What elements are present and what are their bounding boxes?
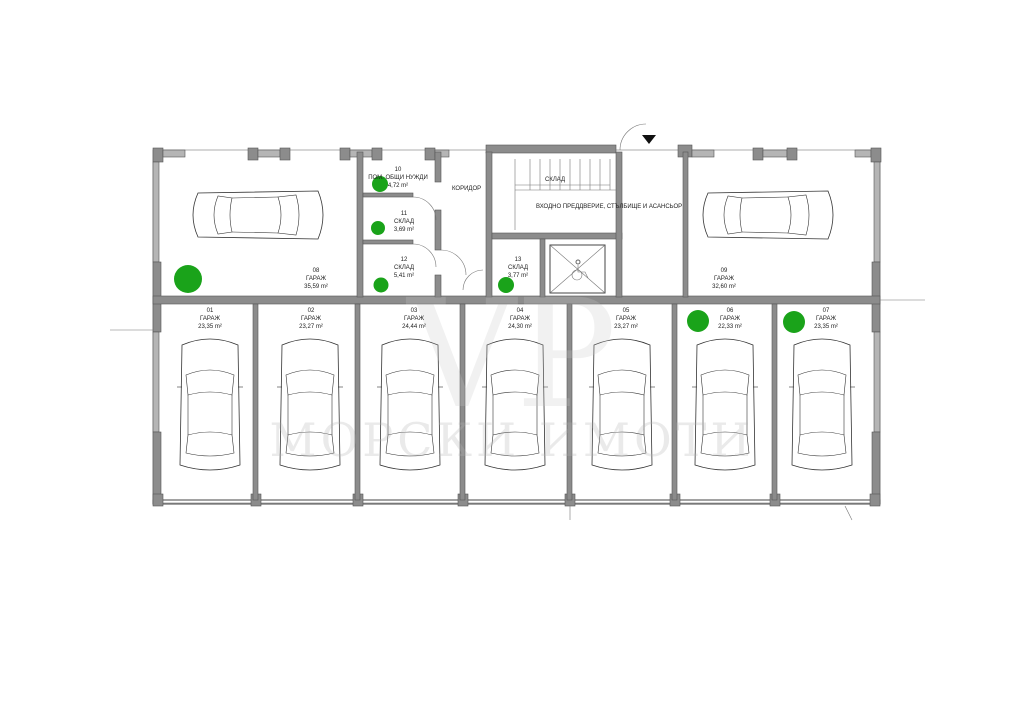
room-label-02: 02 ГАРАЖ 23,27 m² <box>299 308 323 330</box>
top-walls <box>152 144 882 163</box>
room-label-09: 09 ГАРАЖ 32,60 m² <box>712 268 736 290</box>
marker-dot <box>687 310 709 332</box>
room-label-07: 07 ГАРАЖ 23,35 m² <box>814 308 838 330</box>
wheelchair-icon <box>571 259 589 281</box>
core-walls <box>356 151 689 298</box>
room-label-06: 06 ГАРАЖ 22,33 m² <box>718 308 742 330</box>
garage-dividers <box>252 303 778 501</box>
room-label-08: 08 ГАРАЖ 35,59 m² <box>304 268 328 290</box>
car-icon <box>788 338 856 471</box>
marker-dot <box>372 176 388 192</box>
marker-dot <box>174 265 202 293</box>
room-label-03: 03 ГАРАЖ 24,44 m² <box>402 308 426 330</box>
room-label-12: 12 СКЛАД 5,41 m² <box>393 257 415 279</box>
staircase <box>514 159 616 230</box>
marker-dot <box>783 311 805 333</box>
elevator <box>549 244 606 294</box>
extension-lines <box>110 299 925 521</box>
car-icon <box>702 190 834 240</box>
room-label-11: 11 СКЛАД 3,69 m² <box>393 211 415 233</box>
bottom-walls <box>152 493 881 507</box>
door-swings <box>412 196 484 291</box>
car-icon <box>176 338 244 471</box>
corridor-label: КОРИДОР <box>452 186 482 192</box>
marker-dot <box>371 221 385 235</box>
car-icon <box>192 190 324 240</box>
watermark-text: МОРСКИ ИМОТИ <box>269 413 755 467</box>
room-label-10: 10 ПОМ. ОБЩИ НУЖДИ 4,72 m² <box>368 167 428 189</box>
room-label-01: 01 ГАРАЖ 23,35 m² <box>198 308 222 330</box>
marker-dot <box>373 277 389 293</box>
room-label-13: 13 СКЛАД 3,77 m² <box>507 257 529 279</box>
lobby-label: ВХОДНО ПРЕДДВЕРИЕ, СТЪЛБИЩЕ И АСАНСЬОР <box>536 204 683 210</box>
room-label-04: 04 ГАРАЖ 24,30 m² <box>508 308 532 330</box>
marker-dot <box>498 277 514 293</box>
storage-label: СКЛАД <box>545 177 566 183</box>
watermark-logo: VP <box>407 268 617 442</box>
entrance-arrow-icon <box>619 123 656 151</box>
room-label-05: 05 ГАРАЖ 23,27 m² <box>614 308 638 330</box>
